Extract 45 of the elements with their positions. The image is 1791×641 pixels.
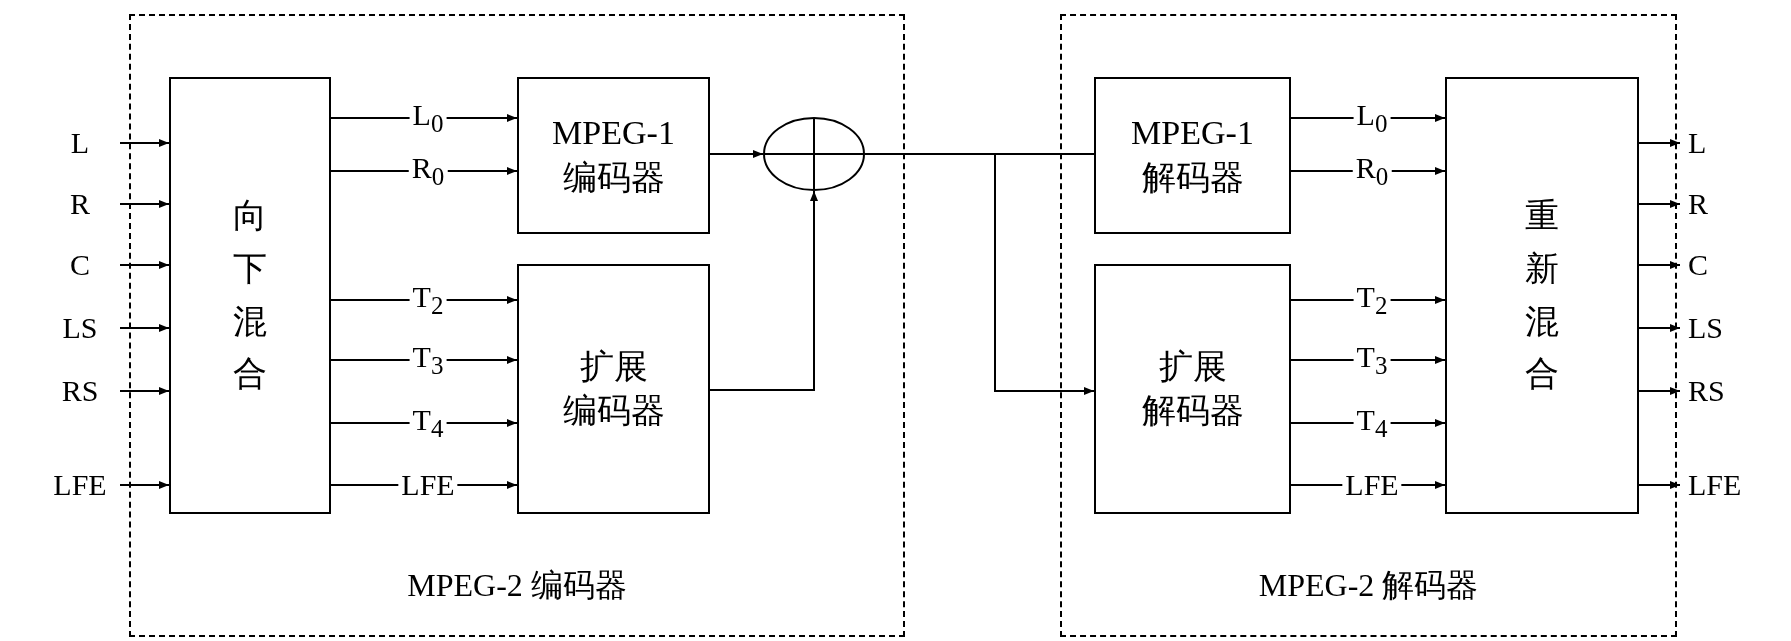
box-text: 扩展 — [579, 346, 648, 387]
output-label: C — [1688, 248, 1708, 282]
box-text: 编码器 — [562, 391, 665, 431]
input-label: R — [70, 187, 90, 221]
group-heading: MPEG-2 解码器 — [1257, 566, 1480, 605]
input-label: C — [70, 248, 90, 282]
output-label: LS — [1688, 311, 1723, 345]
box-text: 向下混合 — [232, 196, 268, 395]
arrow — [119, 324, 170, 332]
process-box — [1445, 77, 1639, 514]
arrow — [1638, 139, 1681, 147]
box-text: 解码器 — [1141, 391, 1244, 431]
box-text: 重新混合 — [1524, 196, 1560, 395]
dashed-group-frame — [1060, 14, 1677, 637]
process-box — [517, 77, 710, 234]
arrow — [1638, 324, 1681, 332]
arrow — [119, 387, 170, 395]
process-box — [517, 264, 710, 514]
input-label: LFE — [53, 468, 107, 502]
process-box — [1094, 77, 1291, 234]
arrow — [1638, 387, 1681, 395]
output-label: L — [1688, 126, 1707, 160]
output-label: RS — [1688, 374, 1725, 408]
box-text: MPEG-1编码器 — [551, 113, 676, 198]
arrow — [119, 261, 170, 269]
box-text: MPEG-1解码器 — [1130, 113, 1255, 198]
arrow — [709, 190, 818, 391]
input-label: LS — [62, 311, 98, 345]
input-label: RS — [61, 374, 99, 408]
arrow — [1638, 481, 1681, 489]
group-heading: MPEG-2 编码器 — [406, 566, 628, 605]
arrow — [709, 150, 764, 158]
arrow — [119, 139, 170, 147]
input-label: L — [70, 126, 90, 160]
output-label: LFE — [1688, 468, 1742, 502]
arrow — [1638, 200, 1681, 208]
process-box — [1094, 264, 1291, 514]
adder-symbol — [763, 117, 865, 191]
box-text: 扩展 — [1158, 346, 1227, 387]
dashed-group-frame — [129, 14, 905, 637]
process-box — [169, 77, 331, 514]
arrow — [1638, 261, 1681, 269]
arrow — [119, 481, 170, 489]
arrow — [119, 200, 170, 208]
output-label: R — [1688, 187, 1708, 221]
